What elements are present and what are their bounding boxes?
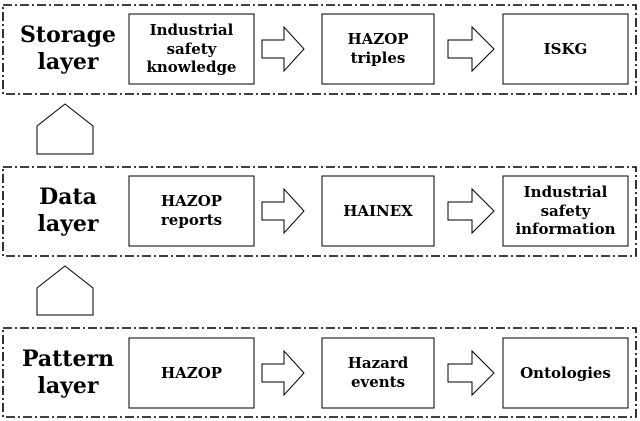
data-node-1-box bbox=[128, 175, 255, 247]
storage-node-3-box bbox=[502, 13, 629, 85]
node-hazop-reports: HAZOP reports bbox=[160, 192, 223, 229]
node-industrial-safety-knowledge: Industrial safety knowledge bbox=[146, 20, 237, 77]
node-hazop: HAZOP bbox=[160, 363, 223, 382]
data-node-2-box bbox=[321, 175, 435, 247]
storage-node-1-box bbox=[128, 13, 255, 85]
node-industrial-safety-information: Industrial safety information bbox=[515, 182, 616, 239]
data-layer-frame bbox=[2, 166, 637, 257]
node-ontologies: Ontologies bbox=[520, 363, 611, 382]
node-hazop-triples: HAZOP triples bbox=[347, 30, 409, 67]
node-hazard-events: Hazard events bbox=[347, 354, 409, 391]
pattern-node-3-box bbox=[502, 337, 629, 409]
up-arrow-pattern-to-data bbox=[36, 265, 94, 316]
pattern-node-2-box bbox=[321, 337, 435, 409]
data-layer-label: Data layer bbox=[37, 184, 99, 237]
pattern-layer-frame bbox=[2, 327, 637, 418]
pattern-arrow-1 bbox=[261, 349, 305, 397]
data-arrow-1 bbox=[261, 187, 305, 235]
storage-arrow-2 bbox=[447, 25, 495, 73]
up-arrow-data-to-storage bbox=[36, 103, 94, 155]
data-node-3-box bbox=[502, 175, 629, 247]
storage-node-2-box bbox=[321, 13, 435, 85]
pattern-node-1-box bbox=[128, 337, 255, 409]
pattern-layer-label: Pattern layer bbox=[21, 346, 115, 399]
pattern-arrow-2 bbox=[447, 349, 495, 397]
storage-arrow-1 bbox=[261, 25, 305, 73]
data-arrow-2 bbox=[447, 187, 495, 235]
node-hainex: HAINEX bbox=[343, 201, 413, 220]
storage-layer-label: Storage layer bbox=[20, 22, 116, 75]
storage-layer-frame bbox=[2, 4, 637, 95]
node-iskg: ISKG bbox=[543, 39, 588, 58]
